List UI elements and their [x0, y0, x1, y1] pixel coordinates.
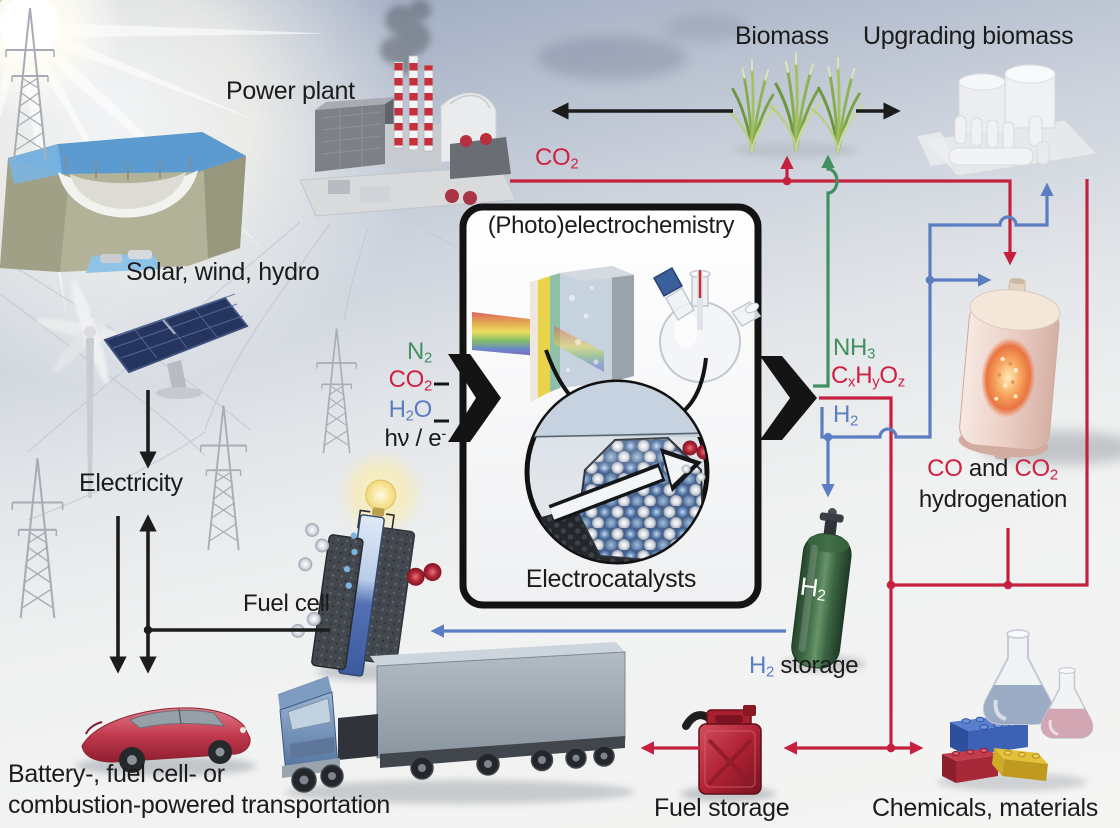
- input-arrow: [448, 354, 501, 442]
- hydro-dam-image: [0, 132, 246, 273]
- truck-image: [278, 642, 626, 793]
- red-flows: [510, 155, 1089, 755]
- h2-output-label: H2: [833, 401, 859, 430]
- h2-cylinder-label: H2: [798, 572, 827, 605]
- electrocatalysts-label: Electrocatalysts: [525, 565, 697, 593]
- output-arrow: [760, 356, 817, 440]
- biomass-image: [0, 0, 865, 158]
- transport-caption-line2: combustion-powered transportation: [8, 791, 390, 819]
- chemicals-materials-label: Chemicals, materials: [872, 794, 1099, 822]
- co-co2-label: CO and CO2: [927, 455, 1058, 484]
- upgrading-products-line: [891, 179, 1089, 587]
- gas-molecules: [290, 522, 442, 638]
- co2-emissions-label: CO2: [535, 144, 579, 173]
- photoelectrode-image: [472, 266, 634, 402]
- fuel-cell-image: [290, 449, 442, 677]
- solar-wind-hydro-label: Solar, wind, hydro: [126, 258, 320, 286]
- water-molecules: [681, 440, 707, 482]
- cloud-shadow: [664, 14, 748, 42]
- co2-input-label: CO2: [388, 366, 433, 395]
- fuel-can-image: [682, 705, 762, 795]
- upgrading-biomass-label: Upgrading biomass: [863, 22, 1074, 50]
- h2-cylinder-image: [791, 508, 852, 669]
- flow-network: [109, 102, 1089, 755]
- car-image: [81, 707, 251, 773]
- smoke: [380, 0, 431, 75]
- solar-panel-image: [103, 293, 249, 399]
- nh3-line-to-biomass: [813, 154, 839, 388]
- cxhyoz-line: [819, 396, 893, 748]
- power-plant-image: [299, 0, 517, 217]
- blue-flows: [430, 182, 1054, 638]
- upgrading-biomass-image: [917, 64, 1099, 177]
- input-connectors: [434, 382, 449, 423]
- photoelectrochemistry-box: [459, 203, 762, 609]
- cloud-shadow: [537, 36, 687, 80]
- chemical-flasks-image: [983, 629, 1094, 739]
- h2-line-to-upgrading: [820, 182, 1054, 439]
- n2-input-label: N2: [406, 338, 432, 367]
- transport-caption-line1: Battery-, fuel cell- or: [8, 760, 225, 788]
- fuel-cell-label: Fuel cell: [243, 590, 330, 617]
- biomass-label: Biomass: [735, 22, 829, 50]
- co2-line-to-reactor: [510, 179, 1017, 266]
- box-title: (Photo)electrochemistry: [487, 212, 735, 239]
- hv-e-input-label: hν / e-: [384, 425, 446, 452]
- h2-storage-label: H2 storage: [749, 652, 859, 681]
- hydrogenation-reactor-image: [958, 278, 1061, 460]
- flask-image: [652, 266, 762, 383]
- electricity-label: Electricity: [79, 469, 183, 497]
- black-flows: [109, 102, 901, 674]
- electrocatalyst-magnifier: [524, 379, 710, 565]
- cxhyoz-output-label: CxHyOz: [831, 362, 905, 391]
- h2o-input-label: H2O: [388, 396, 433, 425]
- hydrogenation-label: hydrogenation: [918, 486, 1068, 513]
- nh3-output-label: NH3: [833, 334, 876, 363]
- power-plant-label: Power plant: [226, 77, 355, 105]
- transmission-towers: [5, 7, 358, 620]
- fuel-storage-label: Fuel storage: [654, 794, 790, 822]
